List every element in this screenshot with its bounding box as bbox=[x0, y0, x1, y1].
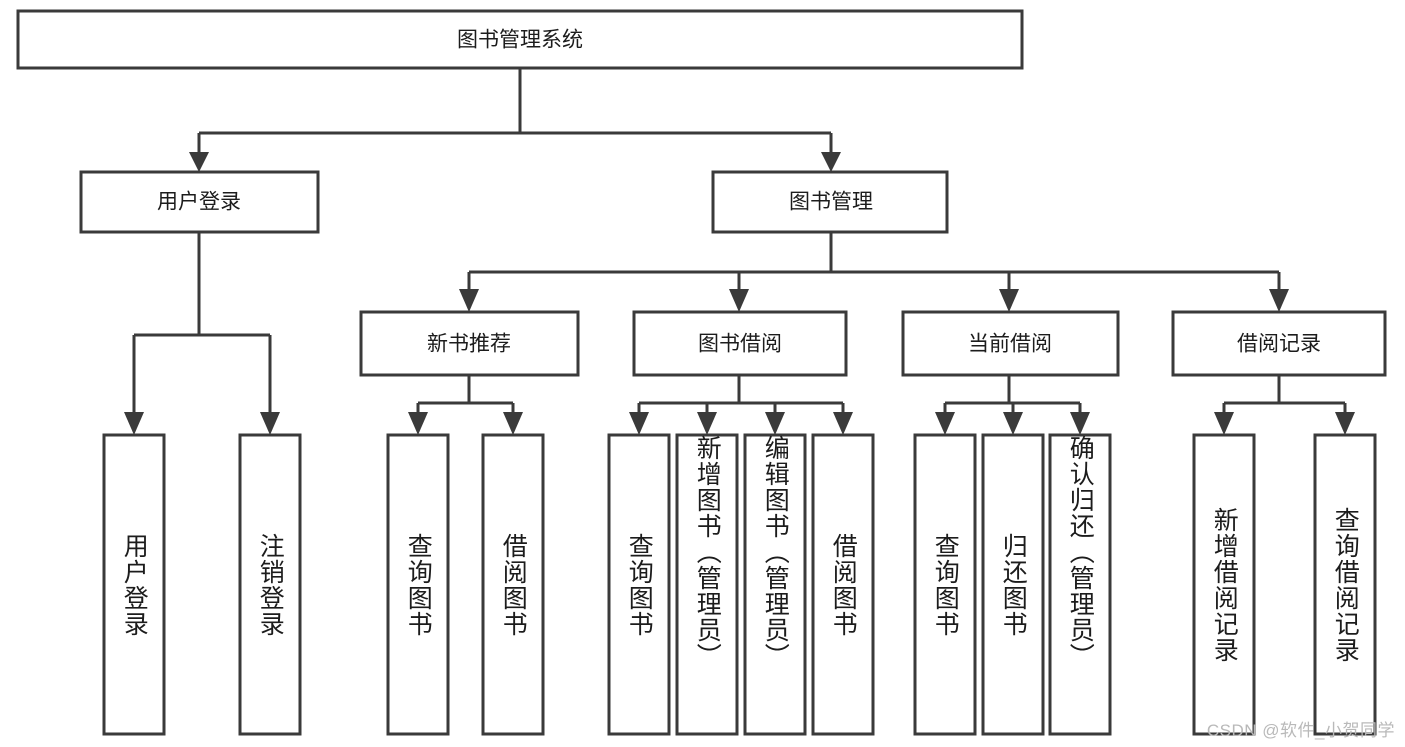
node-borrow-record[interactable]: 借阅记录 bbox=[1171, 310, 1387, 377]
node-book-management-box[interactable] bbox=[711, 170, 949, 234]
node-current-borrow-box[interactable] bbox=[901, 310, 1120, 377]
node-root-box[interactable] bbox=[16, 9, 1024, 70]
leaf-box-edit-book-admin[interactable] bbox=[743, 433, 807, 736]
leaf-box-query-book-recommend[interactable] bbox=[386, 433, 450, 736]
leaf-box-query-book-current[interactable] bbox=[913, 433, 977, 736]
node-user-login-label: 用户登录 bbox=[157, 191, 241, 214]
arrowhead-current-0 bbox=[935, 412, 955, 435]
arrowhead-borrow-1 bbox=[697, 412, 717, 435]
node-root-label: 图书管理系统 bbox=[457, 29, 583, 52]
arrowhead-current-2 bbox=[1070, 412, 1090, 435]
node-book-borrow[interactable]: 图书借阅 bbox=[632, 310, 848, 377]
arrowhead-level2-0 bbox=[189, 152, 209, 172]
node-new-book-recommend-label: 新书推荐 bbox=[427, 333, 511, 356]
arrowhead-record-1 bbox=[1335, 412, 1355, 435]
node-user-login[interactable]: 用户登录 bbox=[79, 170, 320, 234]
leaf-box-return-book[interactable] bbox=[981, 433, 1045, 736]
connector-layer bbox=[124, 68, 1355, 435]
leaf-layer bbox=[102, 433, 1377, 736]
leaf-box-add-borrow-record[interactable] bbox=[1192, 433, 1256, 736]
node-root-book-management-system[interactable]: 图书管理系统 bbox=[16, 9, 1024, 70]
arrowhead-level3-3 bbox=[1269, 289, 1289, 312]
leaf-box-borrow-book-recommend[interactable] bbox=[481, 433, 545, 736]
leaf-box-user-login[interactable] bbox=[102, 433, 166, 736]
node-book-management-label: 图书管理 bbox=[789, 191, 873, 214]
watermark-text: CSDN @软件_小贺同学 bbox=[1206, 721, 1395, 740]
node-book-management[interactable]: 图书管理 bbox=[711, 170, 949, 234]
arrowhead-current-1 bbox=[1003, 412, 1023, 435]
arrowhead-level3-0 bbox=[459, 289, 479, 312]
node-current-borrow-label: 当前借阅 bbox=[968, 333, 1052, 356]
node-new-book-recommend[interactable]: 新书推荐 bbox=[359, 310, 580, 377]
node-user-login-box[interactable] bbox=[79, 170, 320, 234]
arrowhead-record-0 bbox=[1214, 412, 1234, 435]
arrowhead-borrow-2 bbox=[765, 412, 785, 435]
arrowhead-level2-1 bbox=[821, 152, 841, 172]
node-borrow-record-box[interactable] bbox=[1171, 310, 1387, 377]
arrowhead-userlogin-0 bbox=[124, 412, 144, 435]
node-borrow-record-label: 借阅记录 bbox=[1237, 333, 1321, 356]
leaf-box-query-borrow-record[interactable] bbox=[1313, 433, 1377, 736]
arrowhead-newbook-1 bbox=[503, 412, 523, 435]
leaf-box-add-book-admin[interactable] bbox=[675, 433, 739, 736]
node-book-borrow-box[interactable] bbox=[632, 310, 848, 377]
arrowhead-borrow-0 bbox=[629, 412, 649, 435]
node-book-borrow-label: 图书借阅 bbox=[698, 333, 782, 356]
leaf-box-query-book-borrow[interactable] bbox=[607, 433, 671, 736]
arrowhead-userlogin-1 bbox=[260, 412, 280, 435]
arrowhead-level3-2 bbox=[999, 289, 1019, 312]
leaf-box-logout[interactable] bbox=[238, 433, 302, 736]
arrowhead-borrow-3 bbox=[833, 412, 853, 435]
node-new-book-recommend-box[interactable] bbox=[359, 310, 580, 377]
leaf-box-borrow-book[interactable] bbox=[811, 433, 875, 736]
leaf-box-confirm-return-admin[interactable] bbox=[1048, 433, 1112, 736]
arrowhead-level3-1 bbox=[729, 289, 749, 312]
arrowhead-newbook-0 bbox=[408, 412, 428, 435]
node-current-borrow[interactable]: 当前借阅 bbox=[901, 310, 1120, 377]
